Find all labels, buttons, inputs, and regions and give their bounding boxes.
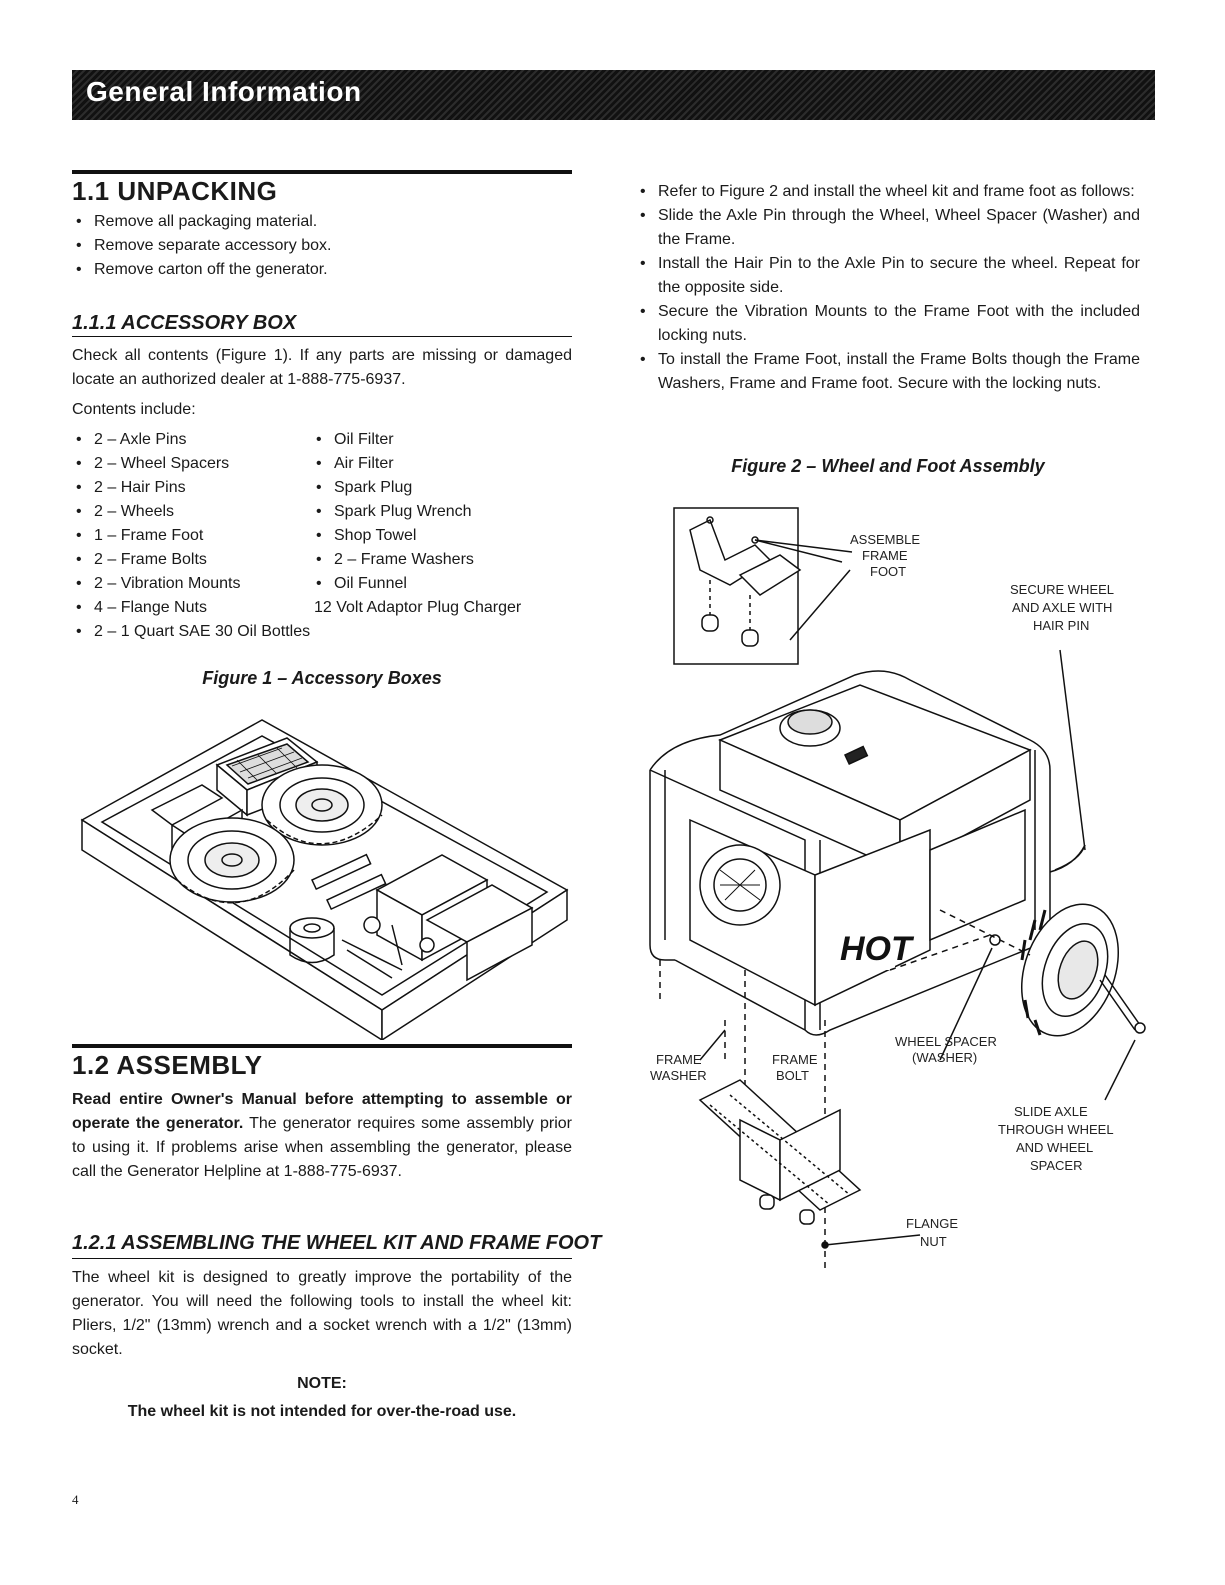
- label-washer: (WASHER): [912, 1050, 977, 1065]
- label-nut: NUT: [920, 1234, 947, 1249]
- list-item: 12 Volt Adaptor Plug Charger: [314, 599, 522, 616]
- list-item: Remove separate accessory box.: [72, 234, 572, 258]
- heading-rule: [72, 1044, 572, 1048]
- list-item: To install the Frame Foot, install the F…: [636, 348, 1140, 396]
- list-item: Spark Plug: [312, 476, 572, 500]
- label-hair-pin: HAIR PIN: [1033, 618, 1089, 633]
- label-frame: FRAME: [862, 548, 908, 563]
- list-item: Secure the Vibration Mounts to the Frame…: [636, 300, 1140, 348]
- label-and-axle: AND AXLE WITH: [1012, 600, 1112, 615]
- accessory-box-heading: 1.1.1 ACCESSORY BOX: [72, 312, 297, 334]
- contents-list-left: 2 – Axle Pins 2 – Wheel Spacers 2 – Hair…: [72, 428, 322, 644]
- list-item: 2 – Frame Bolts: [72, 548, 322, 572]
- assembly-paragraph: Read entire Owner's Manual before attemp…: [72, 1088, 572, 1184]
- banner-title: General Information: [86, 76, 362, 107]
- unpacking-heading: 1.1 UNPACKING: [72, 176, 278, 206]
- label-and-wheel: AND WHEEL: [1016, 1140, 1093, 1155]
- section-banner: General Information: [72, 70, 1155, 120]
- list-item: 2 – Wheel Spacers: [72, 452, 322, 476]
- list-item: 2 – Wheels: [72, 500, 322, 524]
- list-item: Refer to Figure 2 and install the wheel …: [636, 180, 1140, 204]
- label-frame-bolt-2: BOLT: [776, 1068, 809, 1083]
- list-item: 2 – Hair Pins: [72, 476, 322, 500]
- unpacking-list: Remove all packaging material. Remove se…: [72, 210, 572, 282]
- list-item: Install the Hair Pin to the Axle Pin to …: [636, 252, 1140, 300]
- list-item: Spark Plug Wrench: [312, 500, 572, 524]
- label-slide-axle: SLIDE AXLE: [1014, 1104, 1088, 1119]
- note-text: The wheel kit is not intended for over-t…: [127, 1403, 517, 1420]
- list-item: Remove all packaging material.: [72, 210, 572, 234]
- contents-intro: Contents include:: [72, 401, 196, 418]
- label-wheel-spacer: WHEEL SPACER: [895, 1034, 997, 1049]
- figure1-caption: Figure 1 – Accessory Boxes: [202, 668, 442, 688]
- label-spacer: SPACER: [1030, 1158, 1083, 1173]
- list-item: 1 – Frame Foot: [72, 524, 322, 548]
- figure2-caption: Figure 2 – Wheel and Foot Assembly: [731, 456, 1045, 476]
- label-frame-washer-1: FRAME: [656, 1052, 702, 1067]
- label-flange: FLANGE: [906, 1216, 958, 1231]
- label-secure-wheel: SECURE WHEEL: [1010, 582, 1114, 597]
- assembly-heading: 1.2 ASSEMBLY: [72, 1050, 263, 1080]
- list-item: Slide the Axle Pin through the Wheel, Wh…: [636, 204, 1140, 252]
- note-title: NOTE:: [297, 1375, 347, 1392]
- heading-underline: [72, 336, 572, 337]
- label-assemble: ASSEMBLE: [850, 532, 920, 547]
- wheel-kit-paragraph: The wheel kit is designed to greatly imp…: [72, 1269, 572, 1358]
- contents-list-right: Oil Filter Air Filter Spark Plug Spark P…: [312, 428, 572, 620]
- list-item: 2 – Vibration Mounts: [72, 572, 322, 596]
- figure1-accessory-box-illustration: [80, 719, 569, 1040]
- list-item: 4 – Flange Nuts: [72, 596, 322, 620]
- hot-label: HOT: [840, 930, 915, 968]
- label-frame-bolt-1: FRAME: [772, 1052, 818, 1067]
- list-item: 2 – 1 Quart SAE 30 Oil Bottles: [72, 620, 394, 644]
- list-item: Oil Filter: [312, 428, 572, 452]
- list-item: Oil Funnel: [312, 572, 572, 596]
- figure2-wheel-foot-illustration: HOT ASSEMBLE FRAME FOOT SECURE: [649, 507, 1146, 1270]
- list-item: Air Filter: [312, 452, 572, 476]
- heading-rule: [72, 170, 572, 174]
- heading-underline: [72, 1258, 572, 1259]
- assembly-bold-lead: Read entire Owner's Manual before attemp…: [72, 1091, 572, 1132]
- label-foot: FOOT: [870, 564, 906, 579]
- list-item: Shop Towel: [312, 524, 572, 548]
- list-item: 2 – Frame Washers: [312, 548, 572, 572]
- label-through-wheel: THROUGH WHEEL: [998, 1122, 1114, 1137]
- assembly-steps: Refer to Figure 2 and install the wheel …: [636, 180, 1140, 396]
- label-frame-washer-2: WASHER: [650, 1068, 707, 1083]
- page-number: 4: [72, 1492, 79, 1507]
- accessory-box-paragraph: Check all contents (Figure 1). If any pa…: [72, 347, 572, 388]
- list-item: 2 – Axle Pins: [72, 428, 322, 452]
- wheel-kit-heading: 1.2.1 ASSEMBLING THE WHEEL KIT AND FRAME…: [72, 1232, 602, 1254]
- list-item: Remove carton off the generator.: [72, 258, 572, 282]
- assembly-text: The generator requires some assembly pri…: [72, 1115, 572, 1180]
